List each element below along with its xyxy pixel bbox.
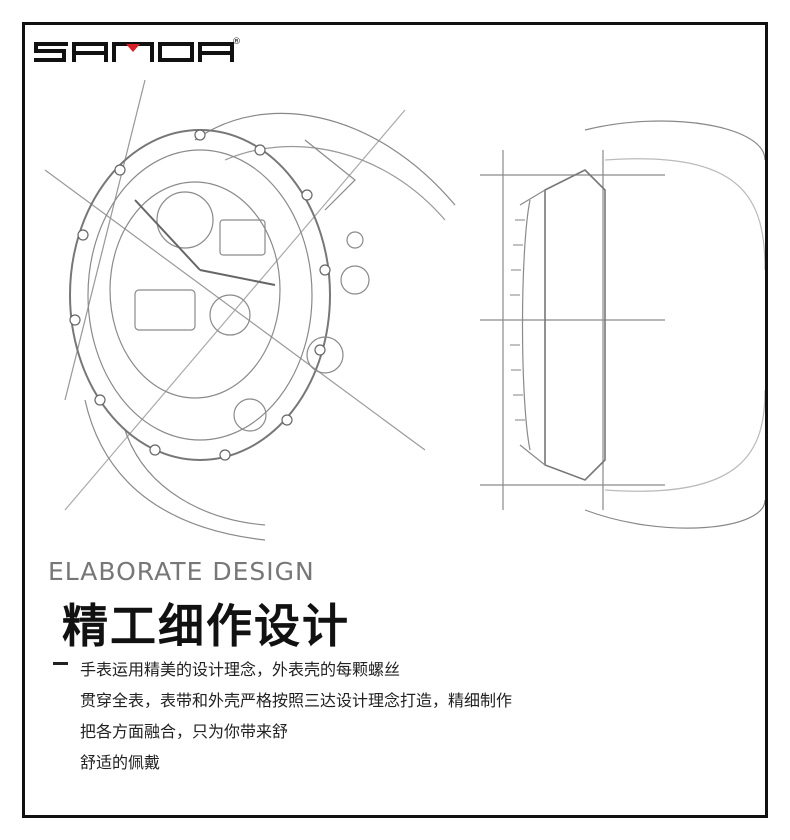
watch-sketch-illustration	[44, 79, 765, 541]
description-dash	[53, 662, 68, 665]
svg-text:®: ®	[232, 37, 241, 47]
product-frame	[22, 22, 768, 818]
description-line-1: 手表运用精美的设计理念，外表壳的每颗螺丝	[80, 660, 401, 679]
description-line-2: 贯穿全表，表带和外壳严格按照三达设计理念打造，精细制作	[80, 691, 513, 710]
chinese-heading: 精工细作设计	[62, 599, 350, 653]
description-line-3: 把各方面融合，只为你带来舒	[80, 722, 289, 741]
english-heading: ELABORATE DESIGN	[48, 557, 315, 586]
description-line-4: 舒适的佩戴	[80, 753, 161, 772]
sanda-logo: ®	[34, 37, 241, 62]
